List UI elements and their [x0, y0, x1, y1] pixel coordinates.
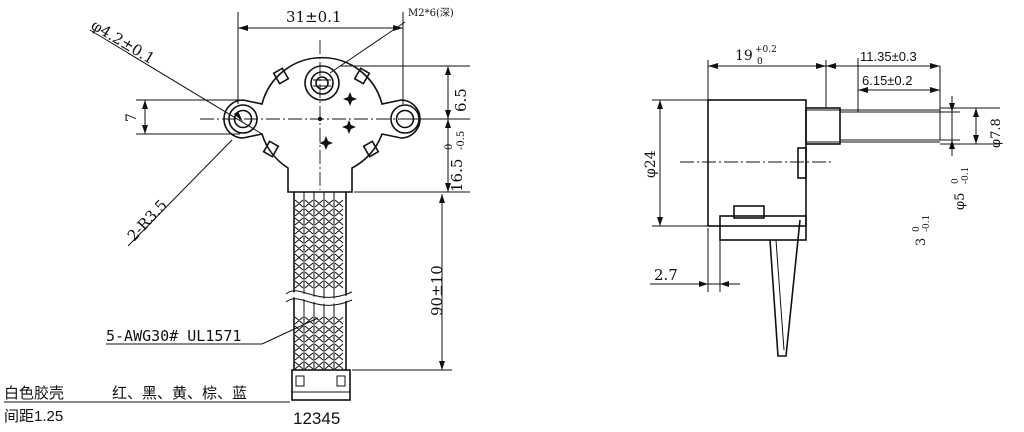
side-view: 19 +0.2 0 11.35±0.3 6.15±0.2 φ24 φ7.8 φ5…: [643, 45, 1004, 357]
left-mounting-hole: [233, 109, 253, 129]
leader-line: [329, 21, 406, 74]
dim-offset-7-label: 7: [124, 113, 140, 122]
dimension-arrows: [858, 87, 940, 93]
leader-line-wire: [261, 317, 319, 345]
dim-height-16-5-lower-tol: -0.5: [456, 131, 467, 150]
break-line: [285, 298, 353, 306]
dim-body-length-label: 19: [735, 48, 753, 64]
dim-width-label: 31±0.1: [286, 8, 342, 26]
break-line: [285, 290, 353, 298]
dim-shaft-dia-label: φ7.8: [989, 118, 1004, 148]
dim-height-16-5-label: 16.5: [448, 159, 466, 192]
wire-colors-label: 红、黑、黄、棕、蓝: [112, 385, 247, 402]
pin-numbers-label: 12345: [293, 409, 340, 428]
side-lead-wire: [769, 219, 801, 357]
lead-wires: [293, 192, 347, 370]
connector-pitch-label: 间距1.25: [4, 408, 63, 425]
output-shaft-tip: [839, 111, 941, 141]
connector-label: 白色胶壳: [4, 385, 64, 402]
dim-hole-note: M2*6(深): [408, 7, 454, 19]
connector-latch: [295, 375, 305, 387]
output-gear-outer: [304, 65, 340, 101]
dim-shaft-tip-dia-lower-tol: -0.1: [961, 167, 971, 184]
dim-flat-width-lower-tol: -0.1: [922, 215, 932, 232]
dimension-arrows: [973, 108, 979, 144]
dim-body-dia-label: φ24: [643, 150, 659, 178]
front-view: 31±0.1 M2*6(深) φ4.2±0.1 7 2-R3.5 6.5 16.…: [4, 7, 470, 428]
dimension-arrows: [699, 281, 729, 287]
wire-spec-label: 5-AWG30# UL1571: [106, 327, 241, 345]
dimension-arrows: [142, 100, 148, 134]
output-gear-mid: [310, 71, 334, 95]
dim-radius-label: 2-R3.5: [124, 196, 171, 245]
output-shaft: [315, 76, 329, 90]
left-mounting-boss: [228, 104, 258, 134]
dim-flat-width-upper-tol: 0: [912, 226, 922, 232]
side-lead-wire: [775, 239, 785, 351]
housing-clip: [272, 67, 290, 85]
dim-boss-dia-label: φ4.2±0.1: [88, 16, 158, 68]
housing-clip: [353, 67, 371, 85]
break-line: [284, 292, 354, 304]
dim-flat-length-label: 6.15±0.2: [862, 73, 913, 88]
housing-clip: [262, 140, 280, 158]
wire-braid-pattern: [294, 199, 344, 370]
dim-flat-width-label: 3: [914, 238, 929, 246]
motor-body: [707, 99, 807, 227]
dim-flange-thickness-label: 2.7: [654, 266, 678, 284]
dim-lead-length-label: 90±10: [428, 265, 446, 316]
dim-height-16-5-upper-tol: 0: [444, 144, 455, 150]
output-shaft-body: [805, 107, 841, 145]
housing-clip: [362, 140, 380, 158]
leader-line-radius: [127, 139, 233, 247]
rivet-marks: [317, 92, 357, 150]
connector-latch-side: [733, 205, 765, 219]
dim-shaft-length-label: 11.35±0.3: [860, 49, 917, 64]
connector-block: [719, 215, 807, 241]
motor-flange-outline: [223, 56, 421, 193]
dim-body-length-upper-tol: +0.2: [755, 45, 777, 55]
dim-body-length-lower-tol: 0: [757, 57, 763, 67]
dim-shaft-tip-dia-label: φ5: [953, 193, 968, 210]
dim-height-6-5-label: 6.5: [452, 88, 470, 112]
connector-latch: [336, 375, 346, 387]
leader-line-boss-dia: [89, 29, 263, 135]
leader-arrow: [234, 111, 243, 122]
connector-housing: [291, 369, 351, 401]
dim-shaft-tip-dia-upper-tol: 0: [951, 178, 961, 184]
side-tab: [797, 147, 807, 179]
